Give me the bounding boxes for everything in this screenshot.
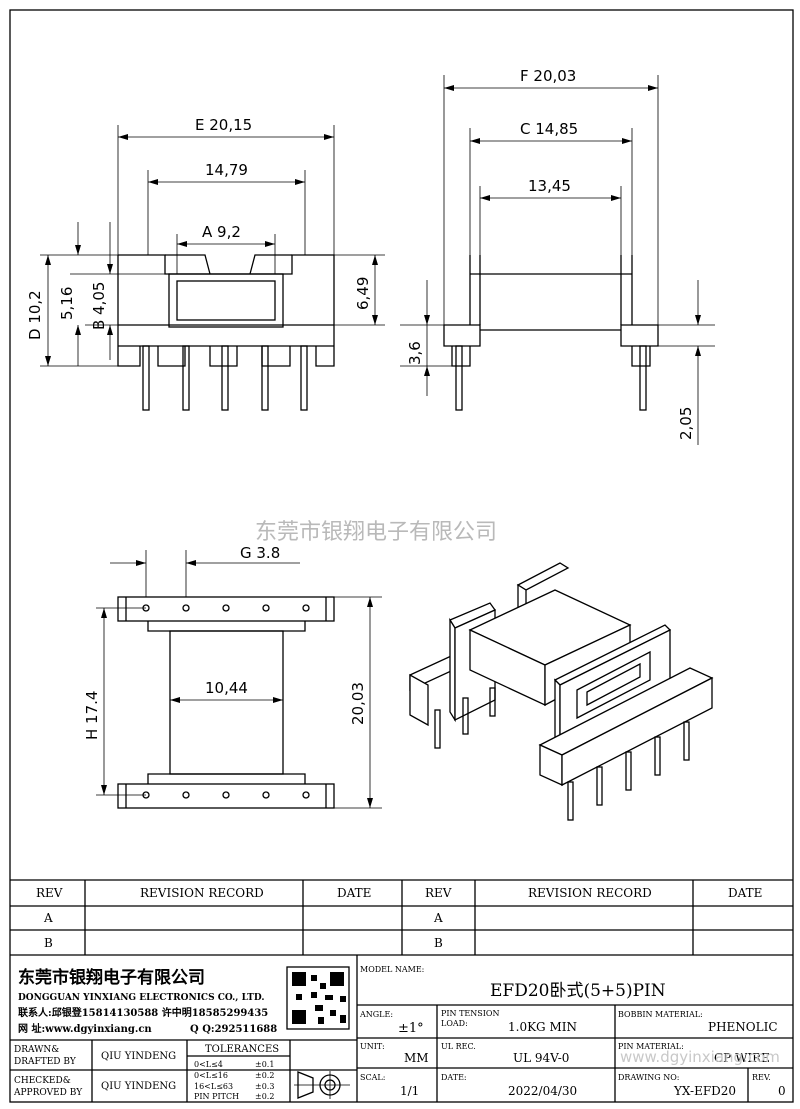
bobbin-label: BOBBIN MATERIAL:	[618, 1010, 703, 1019]
date-label: DATE:	[441, 1073, 467, 1082]
dim-b: B 4,05	[90, 282, 108, 330]
dim-f: F 20,03	[520, 67, 576, 85]
dim-e: E 20,15	[195, 116, 252, 134]
model-label: MODEL NAME:	[360, 965, 424, 974]
dim-h2003: 20,03	[349, 682, 367, 725]
checked-by: QIU YINDENG	[101, 1081, 176, 1092]
load-label: LOAD:	[441, 1019, 468, 1028]
revision-record-header-1: REVISION RECORD	[140, 886, 264, 900]
dim-h205: 2,05	[677, 407, 695, 440]
title-block	[10, 955, 793, 1102]
revision-record-header-2: REVISION RECORD	[528, 886, 652, 900]
dim-a: A 9,2	[202, 223, 241, 241]
bottom-view	[96, 550, 382, 809]
company-contact: 联系人:邱银登15814130588 许中明18585299435	[18, 1006, 268, 1019]
drawn-label: DRAWN&	[14, 1045, 59, 1055]
rev-label: REV.	[752, 1073, 771, 1082]
rev-header-1: REV	[36, 886, 63, 900]
pin-material-label: PIN MATERIAL:	[618, 1042, 684, 1051]
dim-h: H 17.4	[83, 691, 101, 740]
drawing-no-label: DRAWING NO:	[618, 1073, 679, 1082]
tol-value-2: ±0.2	[255, 1071, 274, 1080]
company-name-en: DONGGUAN YINXIANG ELECTRONICS CO., LTD.	[18, 993, 265, 1003]
rev-row-b-left: B	[44, 936, 53, 950]
ul-value: UL 94V-0	[513, 1051, 569, 1065]
tolerances-label: TOLERANCES	[205, 1044, 279, 1055]
sheet-border	[9, 9, 794, 1103]
pin-tension-label: PIN TENSION	[441, 1009, 499, 1018]
drafted-label: DRAFTED BY	[14, 1057, 77, 1067]
tol-value-3: ±0.3	[255, 1082, 274, 1091]
rev-row-a-right: A	[433, 911, 443, 925]
scale-value: 1/1	[400, 1084, 419, 1098]
company-qq: Q Q:292511688	[190, 1024, 277, 1035]
company-web: 网 址:www.dgyinxiang.cn	[18, 1022, 152, 1035]
isometric-view	[409, 562, 714, 821]
unit-label: UNIT:	[360, 1042, 385, 1051]
tol-range-3: 16<L≤63	[194, 1082, 233, 1091]
dim-c: C 14,85	[520, 120, 578, 138]
model-name: EFD20卧式(5+5)PIN	[490, 981, 666, 1001]
front-view	[40, 125, 385, 411]
side-view	[400, 75, 715, 445]
date-header-1: DATE	[337, 886, 371, 900]
unit-value: MM	[404, 1051, 429, 1065]
bobbin-value: PHENOLIC	[708, 1020, 778, 1034]
projection-symbol-icon	[294, 1071, 350, 1099]
date-value: 2022/04/30	[508, 1084, 577, 1098]
tol-range-2: 0<L≤16	[194, 1071, 228, 1080]
dim-d: D 10,2	[26, 290, 44, 340]
dim-inner-width: 14,79	[205, 161, 248, 179]
revision-table	[10, 879, 793, 956]
date-header-2: DATE	[728, 886, 762, 900]
rev-row-b-right: B	[434, 936, 443, 950]
scale-label: SCAL:	[360, 1073, 385, 1082]
drawing-no-value: YX-EFD20	[673, 1084, 736, 1098]
dim-h649: 6,49	[354, 277, 372, 310]
tol-range-4: PIN PITCH	[194, 1092, 239, 1101]
load-value: 1.0KG MIN	[508, 1020, 577, 1034]
angle-value: ±1°	[398, 1021, 424, 1036]
tol-range-1: 0<L≤4	[194, 1060, 223, 1069]
dim-g: G 3.8	[240, 544, 280, 562]
tol-value-4: ±0.2	[255, 1092, 274, 1101]
dim-w1044: 10,44	[205, 679, 248, 697]
dim-h36: 3,6	[406, 341, 424, 365]
watermark-url: www.dgyinxiang.com	[620, 1048, 780, 1066]
checked-label: CHECKED&	[14, 1076, 71, 1086]
pin-material-value: CP WIRE	[714, 1051, 770, 1065]
drawn-by: QIU YINDENG	[101, 1051, 176, 1062]
dim-w1345: 13,45	[528, 177, 571, 195]
company-name-cn: 东莞市银翔电子有限公司	[18, 967, 205, 988]
qr-code	[286, 966, 350, 1030]
approved-label: APPROVED BY	[13, 1088, 83, 1098]
angle-label: ANGLE:	[359, 1010, 393, 1019]
tol-value-1: ±0.1	[255, 1060, 274, 1069]
rev-header-2: REV	[425, 886, 452, 900]
ul-label: UL REC.	[441, 1042, 476, 1051]
rev-value: 0	[778, 1084, 786, 1098]
rev-row-a-left: A	[43, 911, 53, 925]
dim-h516: 5,16	[58, 287, 76, 320]
watermark-text: 东莞市银翔电子有限公司	[255, 520, 497, 545]
